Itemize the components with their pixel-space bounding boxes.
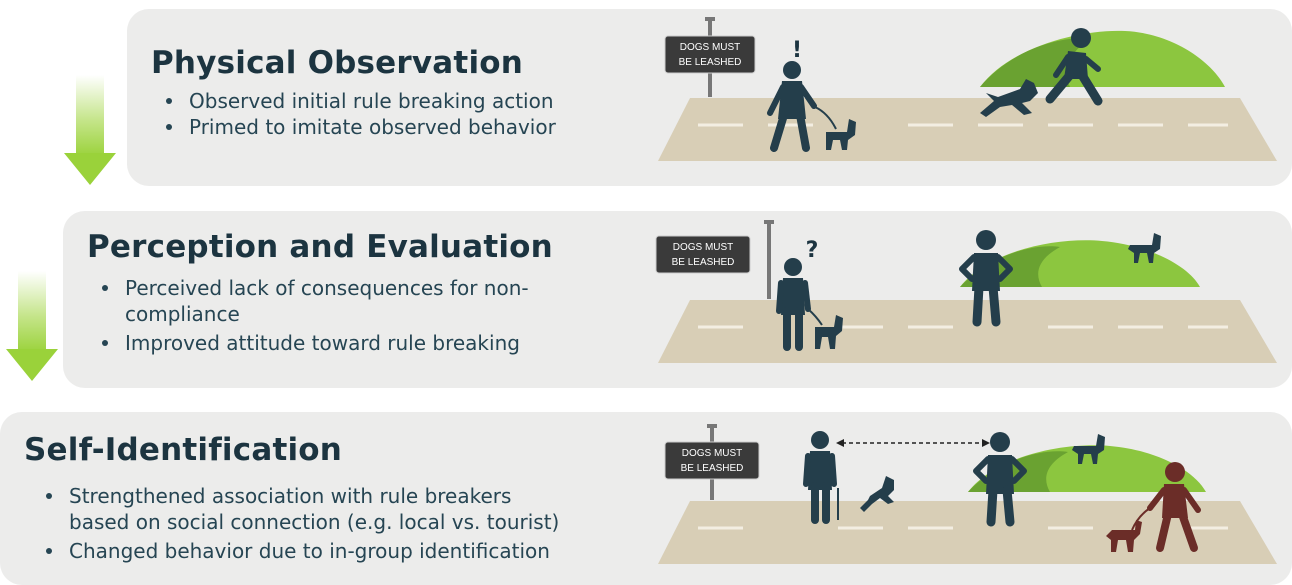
list-item: Strengthened association with rule break… (31, 483, 559, 509)
off-leash-dog (1128, 233, 1161, 263)
tourist-person (803, 431, 839, 524)
scene-illustration: DOGS MUST BE LEASHED ? (655, 220, 1277, 363)
stage-points: Observed initial rule breaking action Pr… (151, 88, 556, 140)
list-item: Observed initial rule breaking action (151, 88, 556, 114)
stage-perception-evaluation: Perception and Evaluation Perceived lack… (63, 211, 1292, 388)
bullet-icon (102, 285, 108, 291)
person-with-leashed-dog (776, 258, 843, 351)
stage-physical-observation: Physical Observation Observed initial ru… (127, 9, 1292, 186)
road (658, 300, 1277, 363)
jumping-dog (860, 476, 894, 512)
bullet-icon (102, 340, 108, 346)
list-item-continuation: based on social connection (e.g. local v… (69, 510, 560, 534)
bullet-icon (46, 548, 52, 554)
person-with-leashed-dog (767, 61, 856, 152)
road (658, 98, 1277, 161)
list-item: Perceived lack of consequences for non- (87, 275, 529, 301)
svg-text:BE LEASHED: BE LEASHED (679, 57, 742, 68)
svg-text:DOGS MUST: DOGS MUST (673, 242, 734, 253)
list-item-continuation: compliance (125, 302, 240, 326)
off-leash-dog (1072, 434, 1105, 464)
bullet-icon (46, 493, 52, 499)
running-dog (980, 79, 1038, 117)
bullet-icon (166, 124, 172, 130)
list-item: Primed to imitate observed behavior (151, 114, 556, 140)
maroon-person-with-dog (1106, 462, 1201, 552)
stage-title: Physical Observation (151, 45, 524, 81)
svg-text:DOGS MUST: DOGS MUST (680, 42, 741, 53)
stage-points: Strengthened association with rule break… (31, 483, 559, 564)
hill-shade (980, 38, 1090, 87)
person-hands-on-hips (959, 230, 1013, 327)
connection-arrow (836, 439, 990, 447)
stage-title: Perception and Evaluation (87, 229, 553, 265)
scene-illustration: DOGS MUST BE LEASHED ! (658, 17, 1277, 161)
svg-text:BE LEASHED: BE LEASHED (681, 463, 744, 474)
leash-sign: DOGS MUST BE LEASHED (655, 220, 774, 299)
person-hands-on-hips (973, 432, 1027, 527)
svg-text:BE LEASHED: BE LEASHED (672, 257, 735, 268)
stage-points: Perceived lack of consequences for non- … (87, 275, 529, 356)
svg-text:DOGS MUST: DOGS MUST (682, 448, 743, 459)
bullet-icon (166, 98, 172, 104)
leash-sign: DOGS MUST BE LEASHED (664, 17, 756, 97)
question-mark: ? (806, 238, 819, 263)
stage-title: Self-Identification (24, 432, 343, 468)
down-arrow-1 (64, 75, 116, 185)
down-arrow-2 (6, 271, 58, 381)
scene-illustration: DOGS MUST BE LEASHED (658, 424, 1277, 564)
stage-self-identification: Self-Identification Strengthened associa… (0, 412, 1292, 585)
running-person (1045, 28, 1103, 106)
list-item: Changed behavior due to in-group identif… (31, 538, 559, 564)
list-item: Improved attitude toward rule breaking (87, 330, 529, 356)
leash-sign: DOGS MUST BE LEASHED (664, 424, 760, 500)
exclamation-mark: ! (792, 38, 802, 63)
